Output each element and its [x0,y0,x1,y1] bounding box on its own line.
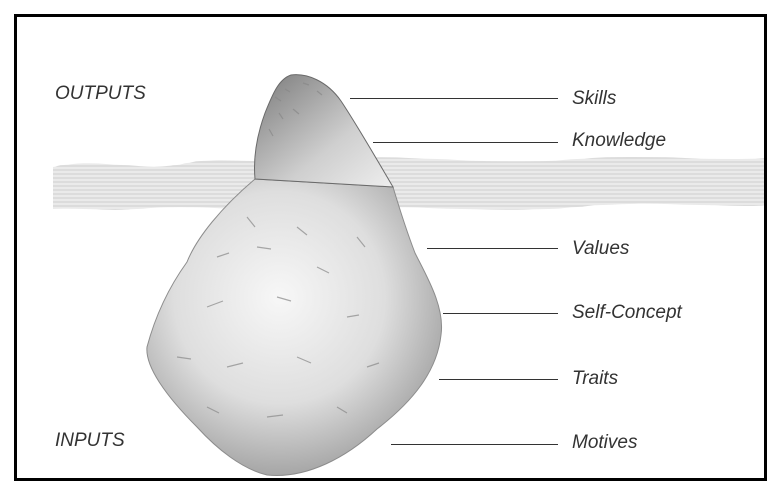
leader-line-values [427,248,558,249]
label-self-concept: Self-Concept [572,302,682,324]
label-motives: Motives [572,432,637,454]
inputs-label: INPUTS [55,430,125,452]
leader-line-skills [350,98,558,99]
iceberg-submerged [147,179,442,475]
outputs-label: OUTPUTS [55,83,146,105]
leader-line-knowledge [373,142,558,143]
leader-line-self-concept [443,313,558,314]
leader-line-traits [439,379,558,380]
label-traits: Traits [572,368,618,390]
leader-line-motives [391,444,558,445]
label-skills: Skills [572,88,616,110]
water-surface [53,157,764,211]
iceberg-tip [254,75,393,187]
label-values: Values [572,238,629,260]
label-knowledge: Knowledge [572,130,666,152]
diagram-frame: OUTPUTS INPUTS Skills Knowledge Values S… [14,14,767,481]
